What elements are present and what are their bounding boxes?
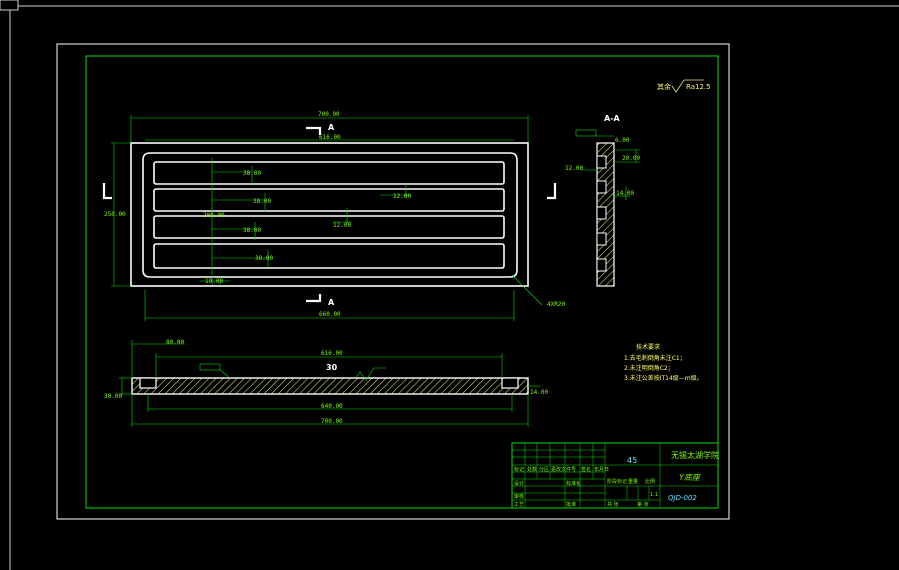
front-dim-right-height: 14.00 [530, 389, 548, 396]
side-dim-right-2: 14.00 [616, 190, 634, 197]
tb-label-process: 工艺 [514, 502, 524, 508]
dim-slot-pitch-2: 38.00 [253, 198, 271, 205]
tb-part-name: Y底座 [679, 473, 702, 482]
roughness-note: 其余 Ra12.5 [657, 79, 711, 93]
side-dim-right-1: 20.00 [622, 155, 640, 162]
dim-inner-width: 616.00 [319, 134, 341, 141]
hole-callout: 4XR20 [547, 301, 565, 308]
tb-label-design: 设计 [514, 480, 524, 487]
tb-label-weight: 重量 [628, 478, 638, 485]
front-dim-height: 30.00 [104, 393, 122, 400]
front-dim-inner-width: 640.00 [321, 403, 343, 410]
front-view: 30 80.00 616.00 30.00 14.00 640.00 700.0… [104, 339, 548, 427]
tb-row-count: 处数 [527, 466, 537, 473]
top-view-inner-rim [142, 152, 518, 278]
dim-slot-span: 200.00 [203, 212, 225, 219]
section-label: A-A [604, 114, 621, 123]
dim-slot-pitch-1: 38.00 [243, 170, 261, 177]
tb-row-zone: 分区 [539, 466, 549, 473]
tb-sheet-number: 第 张 [637, 501, 649, 508]
tb-label-stage: 阶段标记 [607, 478, 627, 485]
front-dim-overall-width: 700.00 [321, 418, 343, 425]
tb-material: 45 [627, 456, 637, 465]
tb-label-standardization: 标准化 [566, 480, 581, 487]
tb-drawing-number: QJD-002 [668, 494, 697, 502]
title-block: 标记 处数 分区 更改文件号 签名 年月日 设计 标准化 审核 工艺 批准 阶段… [511, 442, 719, 509]
tech-req-item-1: 1.去毛刺倒角未注C1； [624, 354, 686, 362]
side-section-view: A-A 6.00 12.00 20.00 14.00 [565, 114, 640, 287]
dim-height: 250.00 [104, 211, 126, 218]
tb-row-signature: 签名 [581, 466, 591, 473]
side-dim-top: 6.00 [615, 137, 630, 144]
tech-req-title: 技术要求 [636, 343, 660, 351]
dim-slot-pitch-4: 38.00 [255, 255, 273, 262]
tb-label-approve: 批准 [566, 501, 576, 508]
tb-label-scale: 比例 [645, 478, 655, 485]
slot-1 [153, 161, 505, 185]
top-view-outline [130, 142, 529, 287]
dim-edge-offset: 19.00 [205, 278, 223, 285]
view-mark-bottom: A [328, 298, 335, 307]
slot-4 [153, 243, 505, 269]
dim-slot-width-2: 12.00 [333, 222, 351, 229]
drawing-border [85, 55, 719, 509]
roughness-value: Ra12.5 [686, 83, 711, 91]
tb-scale-value: 1:1 [650, 492, 658, 498]
roughness-note-text: 其余 [657, 82, 671, 91]
dim-bottom-width: 660.00 [319, 311, 341, 318]
slot-2 [153, 188, 505, 212]
front-view-body [131, 377, 529, 395]
tb-sheet-count: 共 张 [607, 501, 619, 508]
front-dim-top-width: 616.00 [321, 350, 343, 357]
front-section-mark: 30 [326, 363, 338, 372]
tb-label-review: 审核 [514, 493, 524, 500]
tb-row-change-doc: 更改文件号 [551, 466, 576, 473]
view-mark-top: A [328, 123, 335, 132]
sheet-frame [56, 43, 730, 520]
technical-requirements: 技术要求 1.去毛刺倒角未注C1； 2.未注明倒角C2； 3.未注公差按IT14… [624, 343, 703, 382]
slot-3 [153, 215, 505, 239]
dim-slot-pitch-3: 38.00 [243, 227, 261, 234]
tb-row-mark: 标记 [514, 466, 524, 473]
side-dim-left: 12.00 [565, 165, 583, 172]
front-dim-offset: 80.00 [166, 339, 184, 346]
top-view: A A [102, 111, 565, 321]
tb-row-date: 年月日 [594, 466, 609, 473]
dim-overall-width: 700.00 [318, 111, 340, 118]
dim-slot-width-1: 12.00 [393, 193, 411, 200]
tech-req-item-3: 3.未注公差按IT14级—m级。 [624, 374, 703, 382]
tech-req-item-2: 2.未注明倒角C2； [624, 364, 674, 372]
tb-school: 无锡太湖学院 [671, 450, 719, 460]
